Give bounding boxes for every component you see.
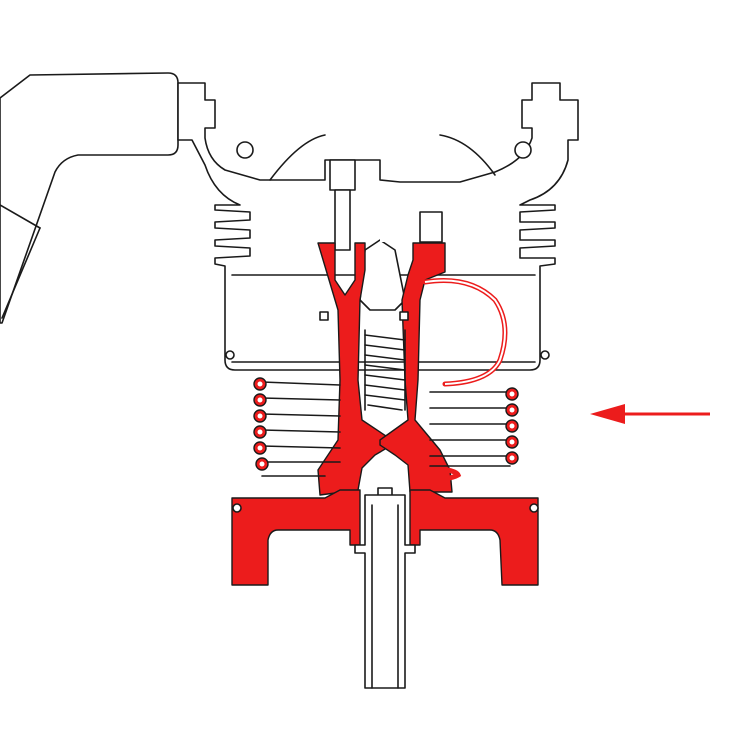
ball-left-icon [236,141,254,159]
ball-right-icon [514,141,532,159]
lower-shaft [232,487,539,689]
inner-spring [319,311,409,411]
center-bolt [329,159,443,311]
coil-tubes [253,377,519,477]
coil-left-turns [253,377,269,471]
bent-arm [0,72,179,324]
coil-right-turns [505,387,519,465]
red-core-part [231,230,539,586]
flow-arrow-icon [590,404,710,424]
red-hose-loop [412,277,508,485]
upper-housing [177,82,579,371]
